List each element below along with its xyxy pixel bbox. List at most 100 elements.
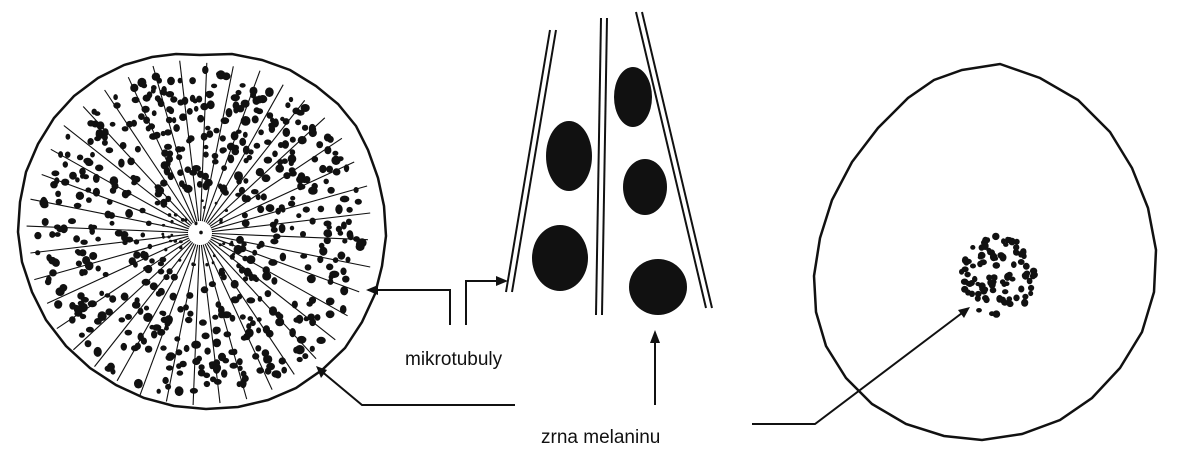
melanin-granule bbox=[133, 262, 138, 268]
aggregated-cell bbox=[814, 64, 1156, 440]
melanin-granule bbox=[125, 314, 132, 320]
melanin-granule bbox=[227, 143, 235, 151]
melanin-granule bbox=[76, 192, 84, 200]
microtubule-ray bbox=[209, 240, 335, 339]
melanin-granule bbox=[978, 255, 983, 259]
melanin-granule bbox=[275, 318, 284, 326]
melanin-granule bbox=[990, 287, 997, 293]
melanin-granule bbox=[333, 168, 341, 175]
melanin-granule bbox=[231, 280, 239, 289]
melanin-granule bbox=[244, 268, 252, 277]
melanin-granule bbox=[279, 204, 285, 210]
melanin-granule bbox=[45, 279, 51, 286]
melanin-granule bbox=[231, 131, 239, 140]
melanin-granule bbox=[192, 263, 196, 266]
melanin-granule bbox=[174, 213, 178, 216]
arrow-head-icon bbox=[650, 330, 660, 343]
melanin-granule bbox=[353, 236, 360, 242]
melanin-granule bbox=[121, 293, 129, 301]
melanin-granule bbox=[326, 310, 335, 318]
melanin-granule bbox=[252, 115, 259, 123]
melanin-granule bbox=[348, 233, 354, 241]
melanin-granule bbox=[74, 203, 82, 209]
melanin-granule bbox=[269, 125, 275, 133]
melanin-granule bbox=[1027, 278, 1033, 285]
melanin-granule bbox=[309, 318, 316, 326]
melanin-granule bbox=[211, 84, 217, 89]
melanin-granule bbox=[194, 106, 199, 112]
melanin-granule bbox=[145, 346, 152, 353]
melanin-granule bbox=[121, 343, 127, 351]
melanin-granule bbox=[203, 152, 209, 158]
melanin-granule bbox=[165, 196, 171, 202]
melanin-granule bbox=[199, 364, 205, 370]
melanin-granule bbox=[93, 188, 100, 197]
melanin-granule bbox=[248, 316, 254, 321]
melanin-granule bbox=[289, 328, 296, 337]
melanin-granule bbox=[221, 369, 227, 377]
melanin-granule bbox=[183, 304, 189, 310]
melanin-granule bbox=[176, 154, 182, 160]
melanin-granule bbox=[993, 310, 1001, 317]
melanin-granule bbox=[221, 165, 227, 171]
melanin-granule bbox=[164, 144, 172, 150]
microtubule-detail bbox=[506, 12, 712, 315]
melanin-granule bbox=[57, 227, 64, 232]
melanin-granule bbox=[289, 97, 293, 102]
melanin-granule bbox=[85, 159, 93, 166]
melanin-granule bbox=[202, 173, 209, 180]
melanin-granule bbox=[187, 108, 193, 115]
dispersed-cell bbox=[18, 54, 386, 409]
melanin-granule bbox=[629, 259, 687, 315]
melanin-granule bbox=[193, 358, 199, 364]
melanin-granule bbox=[252, 250, 257, 256]
melanin-granule bbox=[86, 197, 92, 203]
melanin-granule bbox=[1013, 250, 1020, 256]
melanin-granule bbox=[258, 129, 264, 135]
microtubule-center bbox=[596, 18, 607, 315]
melanin-granule bbox=[200, 103, 208, 110]
melanin-granule bbox=[212, 153, 219, 159]
microtubule-ray bbox=[193, 245, 199, 405]
melanin-granule bbox=[965, 281, 971, 286]
melanin-granule bbox=[40, 197, 47, 207]
microtubule-ray bbox=[95, 242, 193, 366]
melanin-granule bbox=[74, 305, 82, 313]
melanin-granule bbox=[133, 251, 140, 259]
melanin-granule bbox=[296, 213, 301, 218]
melanin-granule bbox=[166, 117, 173, 124]
melanin-granule bbox=[342, 239, 347, 244]
melanin-granule bbox=[174, 239, 178, 242]
melanin-granule bbox=[972, 276, 977, 282]
melanin-granule bbox=[46, 254, 51, 261]
melanin-granule bbox=[243, 146, 250, 155]
melanin-granule bbox=[241, 116, 251, 126]
melanin-granule bbox=[532, 225, 588, 291]
melanin-granule bbox=[92, 109, 97, 115]
melanin-granule bbox=[303, 176, 310, 183]
melanin-granule bbox=[992, 233, 999, 240]
melanin-granule bbox=[242, 212, 248, 218]
melanin-granule bbox=[1002, 289, 1008, 294]
melanin-granule bbox=[289, 161, 294, 166]
melanin-granule bbox=[252, 353, 259, 360]
melanin-granule bbox=[138, 308, 144, 315]
melanin-granule bbox=[152, 110, 157, 116]
melanin-granule bbox=[51, 170, 59, 176]
melanin-granule bbox=[235, 193, 241, 197]
melanin-granule bbox=[73, 235, 80, 242]
melanin-granule bbox=[110, 221, 115, 226]
melanin-granule bbox=[178, 259, 181, 262]
melanin-granule bbox=[196, 96, 202, 103]
melanin-granule bbox=[109, 295, 116, 303]
melanin-granule bbox=[243, 276, 248, 281]
melanin-granule bbox=[127, 158, 134, 166]
melanin-granule bbox=[118, 159, 124, 168]
melanin-granule bbox=[94, 318, 102, 325]
melanin-granule bbox=[105, 293, 111, 297]
melanin-granule bbox=[243, 132, 248, 138]
melanin-granule bbox=[202, 66, 208, 74]
melanin-granule bbox=[75, 177, 80, 182]
melanin-granule bbox=[166, 365, 173, 370]
melanin-granule bbox=[141, 338, 147, 345]
